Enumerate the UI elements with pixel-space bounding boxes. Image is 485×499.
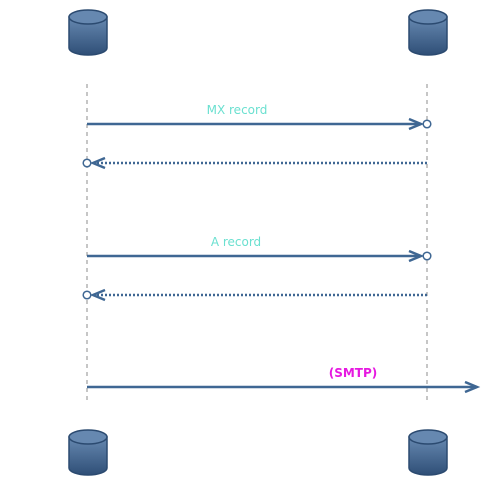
participant-right-bottom-database-icon: [408, 429, 448, 476]
message-smtp-arrow: [87, 380, 481, 394]
message-mx-record-arrow: [87, 117, 432, 131]
message-smtp-label: (SMTP): [329, 366, 378, 380]
message-a-record-arrow: [87, 249, 432, 263]
participant-right-top-database-icon: [408, 9, 448, 56]
message-mx-return-arrow: [82, 156, 427, 170]
participant-left-bottom-database-icon: [68, 429, 108, 476]
message-a-record-label: A record: [211, 235, 261, 249]
message-mx-record-label: MX record: [207, 103, 268, 117]
message-a-return-arrow: [82, 288, 427, 302]
participant-left-top-database-icon: [68, 9, 108, 56]
